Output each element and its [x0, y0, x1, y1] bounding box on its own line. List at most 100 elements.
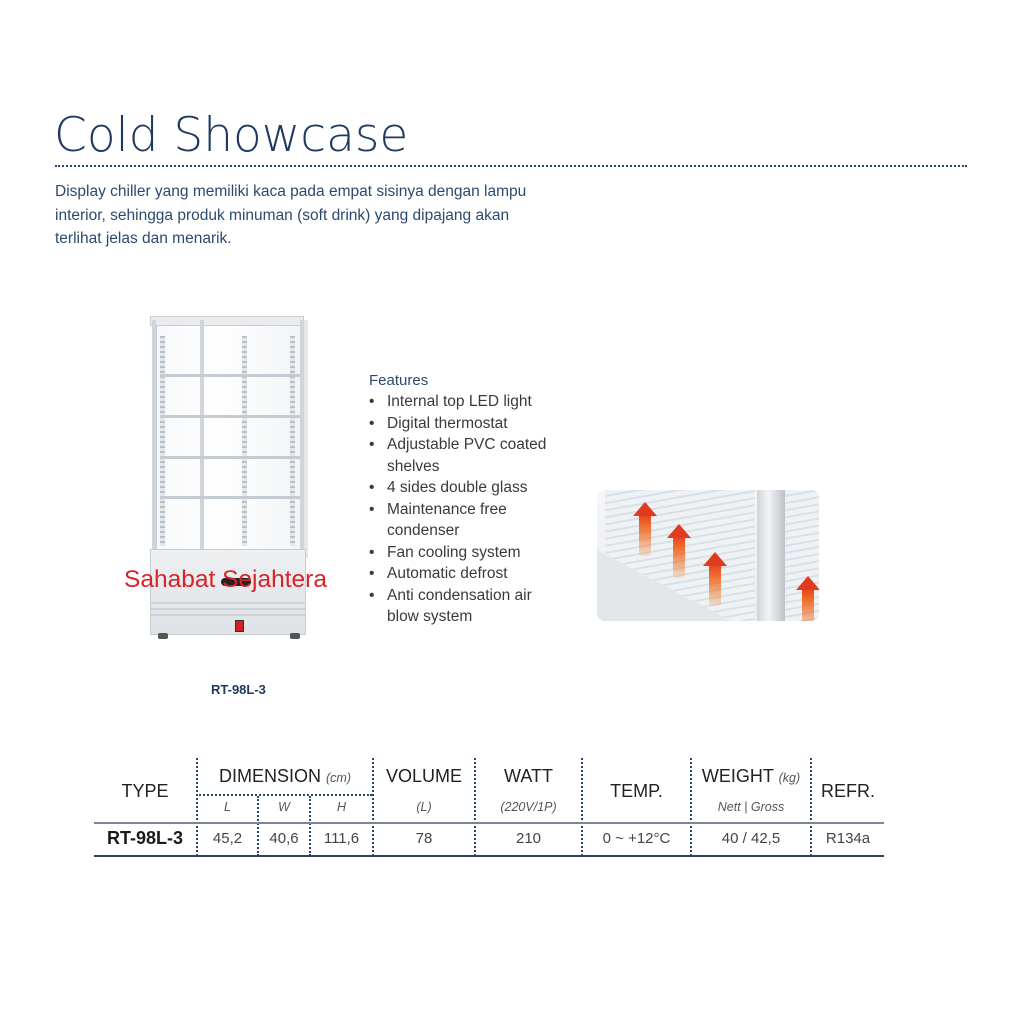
shelf: [160, 496, 300, 499]
feature-item: •Digital thermostat: [369, 413, 577, 435]
feature-item: • 4 sides double glass: [369, 477, 577, 499]
feature-item: • Internal top LED light: [369, 391, 577, 413]
features-title: Features: [369, 372, 429, 389]
subheader-watt-unit: (220V/1P): [500, 800, 557, 814]
airflow-arrow-icon: [667, 524, 691, 578]
bullet-icon: •: [369, 500, 375, 518]
cell-weight: 40 / 42,5: [721, 830, 781, 847]
shelf-rail: [160, 336, 165, 546]
column-divider: [474, 758, 476, 856]
cell-l: 45,2: [212, 830, 243, 847]
bullet-icon: •: [369, 479, 375, 496]
feature-text: Internal top LED light: [387, 393, 532, 410]
feature-text: condenser: [387, 522, 460, 539]
column-divider: [257, 796, 259, 856]
header-weight: WEIGHT (kg): [692, 766, 810, 787]
cell-temp: 0 ~ +12°C: [602, 830, 671, 847]
subheader-weight: Nett | Gross: [717, 800, 785, 814]
feature-item: • Maintenance free condenser: [369, 499, 577, 542]
anti-condensation-airflow-image: [597, 490, 819, 621]
header-volume: VOLUME: [385, 766, 463, 786]
control-panel: [221, 578, 251, 586]
cell-type: RT-98L-3: [106, 828, 184, 848]
bullet-icon: •: [369, 414, 375, 432]
column-divider: [372, 758, 374, 856]
page-title: Cold Showcase: [54, 108, 409, 163]
vent-line: [151, 608, 305, 610]
cabinet-pillar: [757, 490, 785, 621]
cabinet-post: [300, 320, 304, 554]
header-temp: TEMP.: [610, 781, 663, 801]
header-dimension-unit: (cm): [326, 771, 352, 785]
cabinet-top: [150, 316, 304, 326]
cell-h: 111,6: [323, 830, 360, 847]
glass-cabinet: [152, 320, 308, 558]
header-dimension-label: DIMENSION: [218, 766, 321, 786]
column-divider: [196, 758, 198, 856]
feature-item: • Fan cooling system: [369, 542, 577, 564]
features-list: Features • Internal top LED light •Digita…: [369, 370, 577, 628]
column-divider: [309, 796, 311, 856]
header-dimension: DIMENSION (cm): [198, 766, 372, 787]
vent-line: [151, 614, 305, 616]
shelf: [160, 415, 300, 418]
intro-line: Display chiller yang memiliki kaca pada …: [55, 183, 527, 200]
airflow-arrow-icon: [633, 502, 657, 556]
table-bottom-rule: [94, 855, 884, 857]
cabinet-foot: [158, 633, 168, 639]
bullet-icon: •: [369, 586, 375, 604]
spec-table: TYPE DIMENSION (cm) L W H VOLUME (L) WAT…: [94, 758, 884, 858]
feature-text: Fan cooling system: [387, 543, 521, 561]
cell-watt: 210: [515, 830, 542, 847]
header-weight-label: WEIGHT: [701, 766, 774, 786]
feature-text: shelves: [387, 457, 440, 475]
intro-line: interior, sehingga produk minuman (soft …: [55, 206, 510, 224]
header-type: TYPE: [121, 781, 169, 801]
header-divider: [94, 822, 884, 824]
bullet-icon: •: [369, 436, 375, 453]
column-divider: [810, 758, 812, 856]
airflow-arrow-icon: [703, 552, 727, 606]
power-switch-icon: [235, 620, 244, 632]
shelf: [160, 374, 300, 377]
cell-refr: R134a: [825, 830, 871, 847]
model-caption: RT-98L-3: [211, 682, 266, 697]
header-refr: REFR.: [821, 781, 875, 801]
intro-paragraph: Display chiller yang memiliki kaca pada …: [55, 180, 615, 251]
display-chiller-image: [140, 316, 315, 646]
cabinet-foot: [290, 633, 300, 639]
watermark: Sahabat Sejahtera: [124, 566, 327, 593]
shelf: [160, 456, 300, 459]
subheader-w: W: [278, 800, 290, 814]
feature-text: Anti condensation air: [387, 586, 532, 604]
feature-text: Automatic defrost: [387, 565, 508, 582]
feature-text: 4 sides double glass: [387, 479, 528, 496]
cell-volume: 78: [415, 830, 433, 847]
cabinet-post: [200, 320, 204, 554]
cabinet-post: [152, 320, 156, 554]
dimension-subheader-divider: [196, 794, 372, 796]
column-divider: [690, 758, 692, 856]
bullet-icon: •: [369, 565, 375, 582]
bullet-icon: •: [369, 543, 375, 561]
header-watt: WATT: [504, 766, 553, 786]
cell-w: 40,6: [269, 830, 299, 847]
feature-text: Maintenance free: [387, 500, 507, 518]
feature-text: blow system: [387, 608, 473, 625]
subheader-h: H: [336, 800, 347, 814]
cabinet-base: [150, 549, 306, 635]
intro-line: terlihat jelas dan menarik.: [55, 230, 232, 247]
feature-item: • Automatic defrost: [369, 563, 577, 585]
subheader-l: L: [224, 800, 231, 814]
shelf-rail: [242, 336, 247, 546]
subheader-volume-unit: (L): [416, 800, 432, 814]
feature-item: • Adjustable PVC coated shelves: [369, 434, 577, 477]
column-divider: [581, 758, 583, 856]
shelf-rail: [290, 336, 295, 546]
bullet-icon: •: [369, 393, 375, 410]
vent-line: [151, 602, 305, 604]
header-weight-unit: (kg): [778, 771, 801, 785]
title-divider: [55, 165, 967, 167]
feature-text: Adjustable PVC coated: [387, 436, 547, 453]
airflow-arrow-icon: [796, 576, 819, 621]
